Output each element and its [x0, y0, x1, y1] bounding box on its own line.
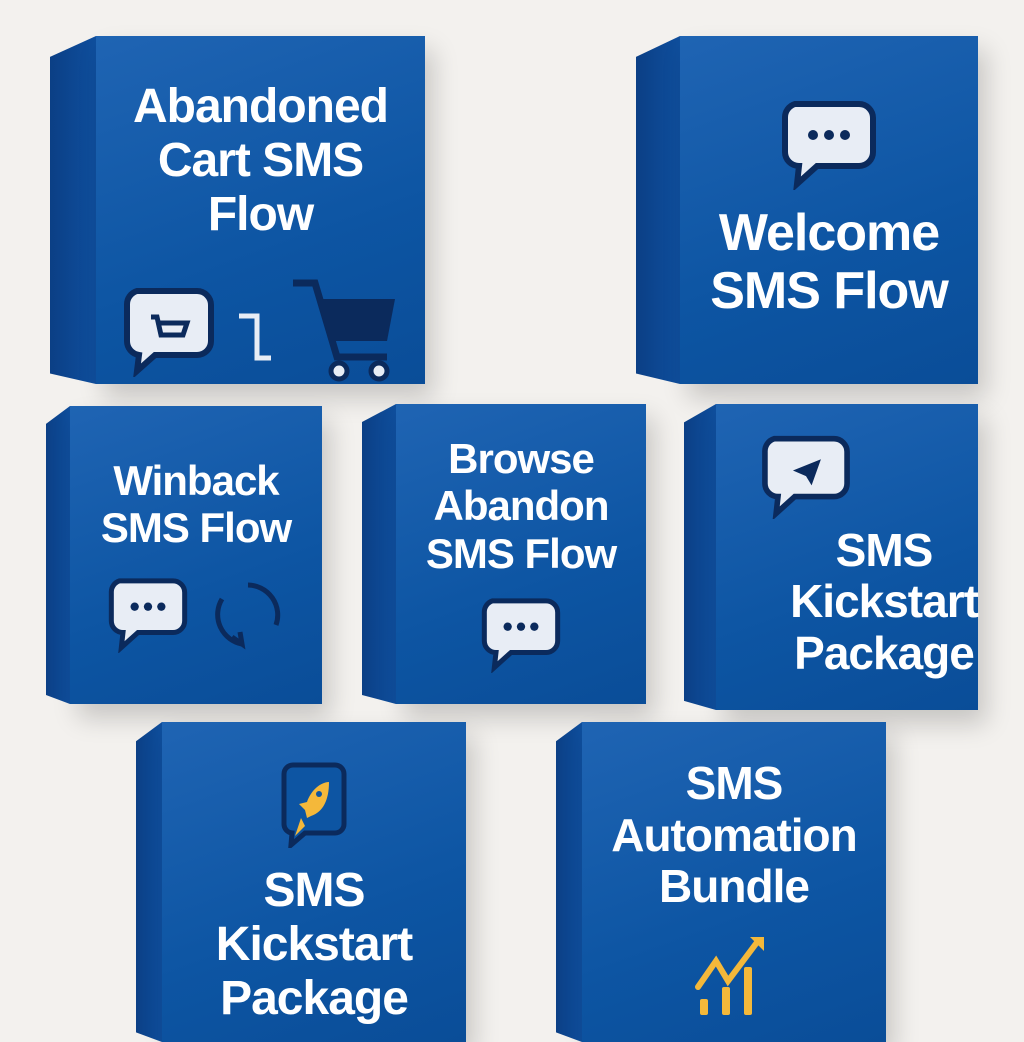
title-line: SMS Flow	[100, 504, 292, 551]
chat-dots-icon	[782, 100, 876, 190]
title-line: Bundle	[659, 860, 810, 913]
title-line: Package	[794, 626, 975, 679]
product-box-kickstart: SMS Kickstart Package	[684, 404, 979, 710]
product-title: Abandoned Cart SMS Flow	[106, 80, 415, 241]
product-title: Welcome SMS Flow	[710, 203, 949, 320]
product-box-kickstart-rocket: SMS Kickstart Package	[136, 722, 466, 1042]
connector-icon	[238, 313, 271, 361]
box-front: SMS Kickstart Package	[716, 404, 979, 710]
box-side	[362, 404, 396, 704]
title-line: SMS Flow	[425, 529, 617, 577]
chat-rocket-icon	[281, 762, 347, 848]
box-front: Abandoned Cart SMS Flow	[96, 36, 425, 384]
title-line: SMS	[835, 523, 934, 576]
title-line: Kickstart	[215, 917, 413, 971]
box-front: SMS Automation Bundle	[582, 722, 886, 1042]
box-side	[136, 722, 162, 1042]
product-title: Winback SMS Flow	[100, 456, 292, 551]
title-line: Winback	[113, 456, 279, 504]
product-box-automation-bundle: SMS Automation Bundle	[556, 722, 886, 1042]
title-line: SMS Flow	[710, 262, 949, 320]
product-box-browse-abandon: Browse Abandon SMS Flow	[362, 404, 646, 704]
chat-send-icon	[762, 435, 850, 519]
box-side	[46, 406, 70, 704]
box-side	[636, 36, 680, 384]
title-line: Automation	[611, 808, 858, 861]
title-line: Abandon	[433, 482, 610, 530]
title-line: Cart SMS Flow	[157, 133, 364, 241]
title-line: SMS	[685, 757, 784, 809]
box-side	[556, 722, 582, 1042]
product-box-abandoned-cart: Abandoned Cart SMS Flow	[50, 36, 425, 384]
product-title: SMS Automation Bundle	[611, 757, 858, 913]
box-side	[684, 404, 716, 710]
growth-chart-icon	[695, 936, 764, 1015]
product-title: SMS Kickstart Package	[790, 523, 979, 680]
box-side	[50, 36, 96, 384]
title-line: Kickstart	[790, 575, 979, 628]
title-line: Package	[220, 971, 409, 1025]
chat-dots-icon	[108, 578, 188, 654]
product-title: Browse Abandon SMS Flow	[425, 435, 617, 577]
title-line: Welcome	[718, 203, 940, 262]
box-front: Browse Abandon SMS Flow	[396, 404, 646, 704]
title-line: SMS	[263, 864, 365, 917]
chat-cart-icon	[123, 288, 214, 378]
box-front: Winback SMS Flow	[70, 406, 322, 704]
product-box-winback: Winback SMS Flow	[46, 406, 322, 704]
title-line: Browse	[448, 435, 595, 483]
box-front: SMS Kickstart Package	[162, 722, 466, 1042]
product-box-welcome: Welcome SMS Flow	[636, 36, 978, 384]
chat-dots-icon	[481, 597, 561, 673]
title-line: Abandoned	[133, 80, 389, 133]
refresh-cycle-icon	[215, 582, 281, 650]
shopping-cart-icon	[292, 279, 395, 382]
product-title: SMS Kickstart Package	[215, 864, 413, 1025]
box-front: Welcome SMS Flow	[680, 36, 978, 384]
